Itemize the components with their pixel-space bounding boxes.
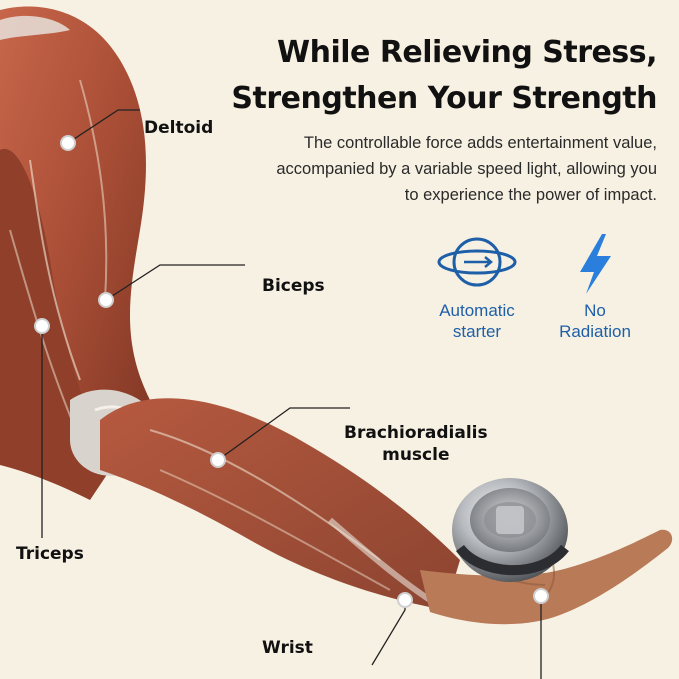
forearm — [100, 398, 460, 610]
label-brachioradialis: Brachioradialis muscle — [344, 422, 488, 466]
description-line-1: The controllable force adds entertainmen… — [303, 134, 657, 152]
rotating-sphere-icon — [437, 237, 517, 287]
label-brachioradialis-line-2: muscle — [382, 445, 450, 465]
upper-arm — [0, 6, 150, 500]
muscle-markers — [34, 135, 549, 608]
feature-label-line-2: Radiation — [559, 322, 631, 341]
feature-label-line-1: Automatic — [439, 301, 515, 320]
headline-line-2: Strengthen Your Strength — [231, 81, 657, 116]
feature-no-radiation: No Radiation — [540, 300, 650, 342]
gyro-ball-product — [452, 478, 569, 582]
description-line-2: accompanied by a variable speed light, a… — [276, 160, 657, 178]
feature-automatic-starter: Automatic starter — [417, 300, 537, 342]
description: The controllable force adds entertainmen… — [217, 130, 657, 208]
label-brachioradialis-line-1: Brachioradialis — [344, 423, 488, 443]
label-biceps: Biceps — [262, 276, 325, 296]
headline: While Relieving Stress, Strengthen Your … — [197, 30, 657, 122]
feature-label-line-1: No — [584, 301, 606, 320]
headline-line-1: While Relieving Stress, — [277, 35, 657, 70]
description-line-3: to experience the power of impact. — [404, 186, 657, 204]
label-wrist: Wrist — [262, 638, 313, 658]
label-triceps: Triceps — [16, 544, 84, 564]
lightning-bolt-icon — [580, 234, 611, 294]
label-deltoid: Deltoid — [144, 118, 214, 138]
feature-label-line-2: starter — [452, 322, 502, 341]
leader-lines — [41, 109, 542, 679]
